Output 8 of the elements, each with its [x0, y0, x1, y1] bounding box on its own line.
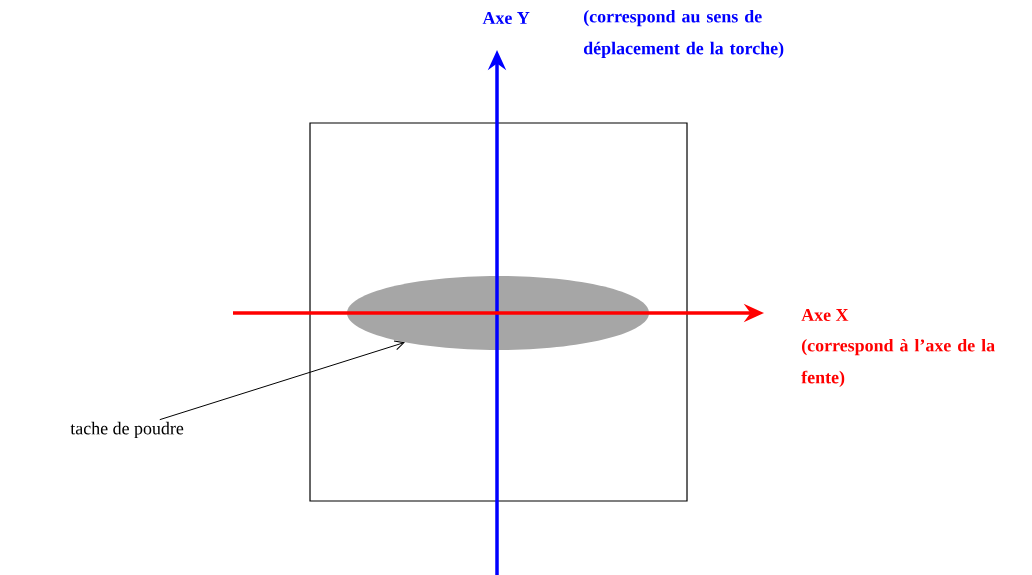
leader-line — [159, 340, 405, 421]
axis-note: (correspond à l’axe de la fente) — [801, 338, 995, 388]
axis-label: Axe Y — [482, 12, 530, 24]
axis-note: (correspond au sens de déplacement de la torche) — [583, 9, 784, 59]
square-outline — [309, 122, 688, 502]
axis-label: Axe X — [801, 309, 849, 321]
powder-spot — [347, 276, 649, 350]
callout-text: tache de poudre — [70, 421, 184, 439]
